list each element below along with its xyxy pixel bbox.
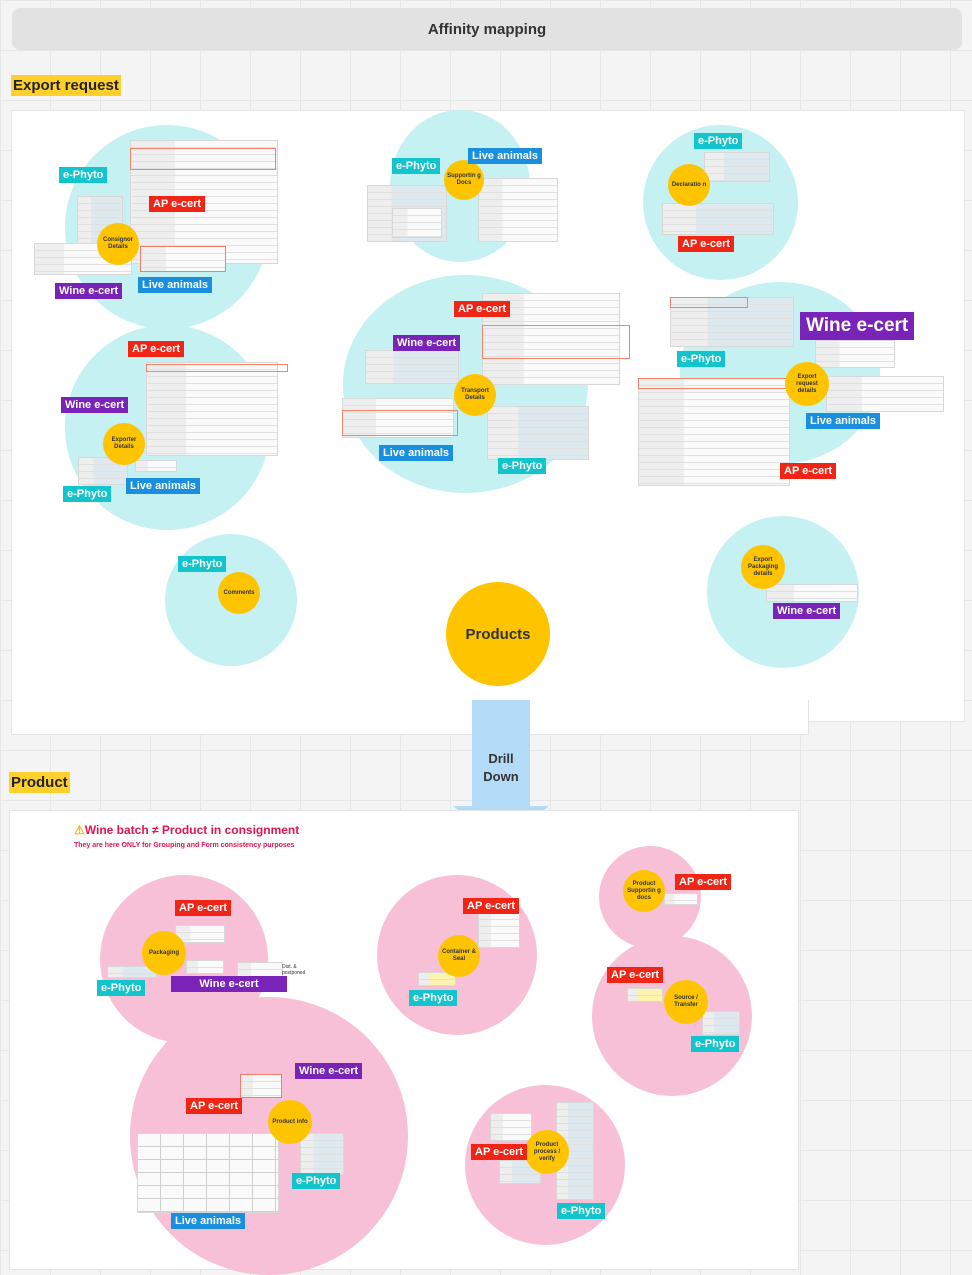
- form-thumbnail: [146, 362, 278, 456]
- highlight-box: [670, 297, 748, 308]
- tag-ap-e-cert[interactable]: AP e-cert: [463, 898, 520, 914]
- note-dist: Dist. & postponed: [282, 964, 306, 976]
- topic-dot-product-docs[interactable]: Product Supportin g docs: [623, 870, 665, 912]
- topic-dot-declaration[interactable]: Declaratio n: [668, 164, 710, 206]
- warning-icon: ⚠: [74, 823, 85, 837]
- drill-down-line-2: Down: [483, 769, 519, 784]
- tag-e-phyto[interactable]: e-Phyto: [63, 486, 112, 502]
- products-hub[interactable]: Products: [446, 582, 550, 686]
- drill-down-line-1: Drill: [488, 751, 514, 766]
- topic-dot-export-packaging[interactable]: Export Packaging details: [741, 545, 785, 589]
- tag-ap-e-cert[interactable]: AP e-cert: [675, 874, 732, 890]
- form-thumbnail: [478, 178, 558, 242]
- tag-wine-e-cert[interactable]: Wine e-cert: [55, 283, 123, 299]
- topic-dot-packaging[interactable]: Packaging: [142, 931, 186, 975]
- drill-down-label: Drill Down: [472, 750, 530, 786]
- form-thumbnail: [240, 1074, 282, 1098]
- tag-wine-e-cert[interactable]: Wine e-cert: [61, 397, 129, 413]
- topic-dot-export-request[interactable]: Export request details: [785, 362, 829, 406]
- tag-live-animals[interactable]: Live animals: [126, 478, 201, 494]
- drill-down-arrow-shaft: [472, 700, 530, 808]
- form-thumbnail: [135, 460, 177, 472]
- export-panel-tail: [11, 700, 809, 735]
- topic-dot-container-seal[interactable]: Container & Seal: [438, 935, 480, 977]
- highlight-box: [638, 378, 800, 389]
- form-thumbnail: [478, 912, 520, 948]
- tag-e-phyto[interactable]: e-Phyto: [97, 980, 146, 996]
- form-thumbnail: [702, 1011, 740, 1035]
- highlight-box: [130, 148, 276, 170]
- tag-e-phyto[interactable]: e-Phyto: [694, 133, 743, 149]
- warning-text: Wine batch ≠ Product in consignment: [84, 823, 300, 837]
- form-thumbnail: [175, 925, 225, 943]
- form-thumbnail: [186, 960, 224, 974]
- tag-e-phyto[interactable]: e-Phyto: [557, 1203, 606, 1219]
- form-thumbnail: [300, 1133, 344, 1175]
- tag-e-phyto[interactable]: e-Phyto: [59, 167, 108, 183]
- tag-ap-e-cert[interactable]: AP e-cert: [454, 301, 511, 317]
- form-thumbnail: [664, 893, 698, 905]
- tag-ap-e-cert[interactable]: AP e-cert: [186, 1098, 243, 1114]
- topic-dot-product-process[interactable]: Product process / verify: [525, 1130, 569, 1174]
- topic-dot-source-transfer[interactable]: Source / Transfer: [664, 980, 708, 1024]
- tag-ap-e-cert[interactable]: AP e-cert: [607, 967, 664, 983]
- form-thumbnail: [140, 246, 226, 272]
- form-thumbnail: [662, 203, 774, 235]
- section-label-product: Product: [9, 772, 70, 793]
- tag-e-phyto[interactable]: e-Phyto: [409, 990, 458, 1006]
- highlight-box: [342, 410, 458, 436]
- tag-e-phyto[interactable]: e-Phyto: [178, 556, 227, 572]
- topic-dot-exporter[interactable]: Exporter Details: [103, 423, 145, 465]
- board-title: Affinity mapping: [427, 20, 547, 38]
- tag-ap-e-cert[interactable]: AP e-cert: [678, 236, 735, 252]
- tag-wine-e-cert[interactable]: Wine e-cert: [773, 603, 841, 619]
- tag-ap-e-cert[interactable]: AP e-cert: [471, 1144, 528, 1160]
- highlight-box: [146, 364, 288, 372]
- tag-e-phyto[interactable]: e-Phyto: [392, 158, 441, 174]
- form-thumbnail: [826, 376, 944, 412]
- tag-live-animals[interactable]: Live animals: [468, 148, 543, 164]
- form-thumbnail: [638, 378, 790, 486]
- form-thumbnail: [342, 398, 454, 438]
- tag-live-animals[interactable]: Live animals: [171, 1213, 246, 1229]
- form-thumbnail: [365, 350, 459, 384]
- warning-note: ⚠Wine batch ≠ Product in consignment: [74, 823, 299, 837]
- board-title-bar: Affinity mapping: [12, 8, 962, 50]
- topic-dot-supporting-docs[interactable]: Supportin g Docs: [444, 160, 484, 200]
- tag-e-phyto[interactable]: e-Phyto: [677, 351, 726, 367]
- tag-e-phyto[interactable]: e-Phyto: [691, 1036, 740, 1052]
- topic-dot-transport[interactable]: Transport Details: [454, 374, 496, 416]
- topic-dot-comments[interactable]: Comments: [218, 572, 260, 614]
- warning-subtext: They are here ONLY for Grouping and Form…: [74, 842, 295, 849]
- tag-live-animals[interactable]: Live animals: [806, 413, 881, 429]
- form-thumbnail: [490, 1113, 532, 1141]
- section-label-export: Export request: [11, 75, 121, 96]
- tag-wine-e-cert[interactable]: Wine e-cert: [393, 335, 461, 351]
- tag-wine-e-cert[interactable]: Wine e-cert: [800, 312, 915, 340]
- tag-ap-e-cert[interactable]: AP e-cert: [149, 196, 206, 212]
- tag-ap-e-cert[interactable]: AP e-cert: [175, 900, 232, 916]
- tag-wine-e-cert[interactable]: Wine e-cert: [171, 976, 287, 992]
- tag-live-animals[interactable]: Live animals: [138, 277, 213, 293]
- tag-ap-e-cert[interactable]: AP e-cert: [128, 341, 185, 357]
- topic-dot-consignor[interactable]: Consignor Details: [97, 223, 139, 265]
- tag-ap-e-cert[interactable]: AP e-cert: [780, 463, 837, 479]
- table-thumbnail: [137, 1133, 279, 1213]
- cluster-declaration[interactable]: [643, 125, 798, 280]
- form-thumbnail: [237, 962, 283, 978]
- highlight-box: [482, 325, 630, 359]
- form-thumbnail: [815, 340, 895, 368]
- form-thumbnail: [670, 297, 794, 347]
- tag-e-phyto[interactable]: e-Phyto: [498, 458, 547, 474]
- form-thumbnail: [766, 584, 858, 602]
- tag-live-animals[interactable]: Live animals: [379, 445, 454, 461]
- tag-e-phyto[interactable]: e-Phyto: [292, 1173, 341, 1189]
- note-thumbnail: [418, 972, 456, 986]
- tag-wine-e-cert[interactable]: Wine e-cert: [295, 1063, 363, 1079]
- note-thumbnail: [627, 988, 663, 1002]
- form-thumbnail: [392, 208, 442, 238]
- form-thumbnail: [704, 152, 770, 182]
- form-thumbnail: [487, 406, 589, 460]
- topic-dot-product-info[interactable]: Product info: [268, 1100, 312, 1144]
